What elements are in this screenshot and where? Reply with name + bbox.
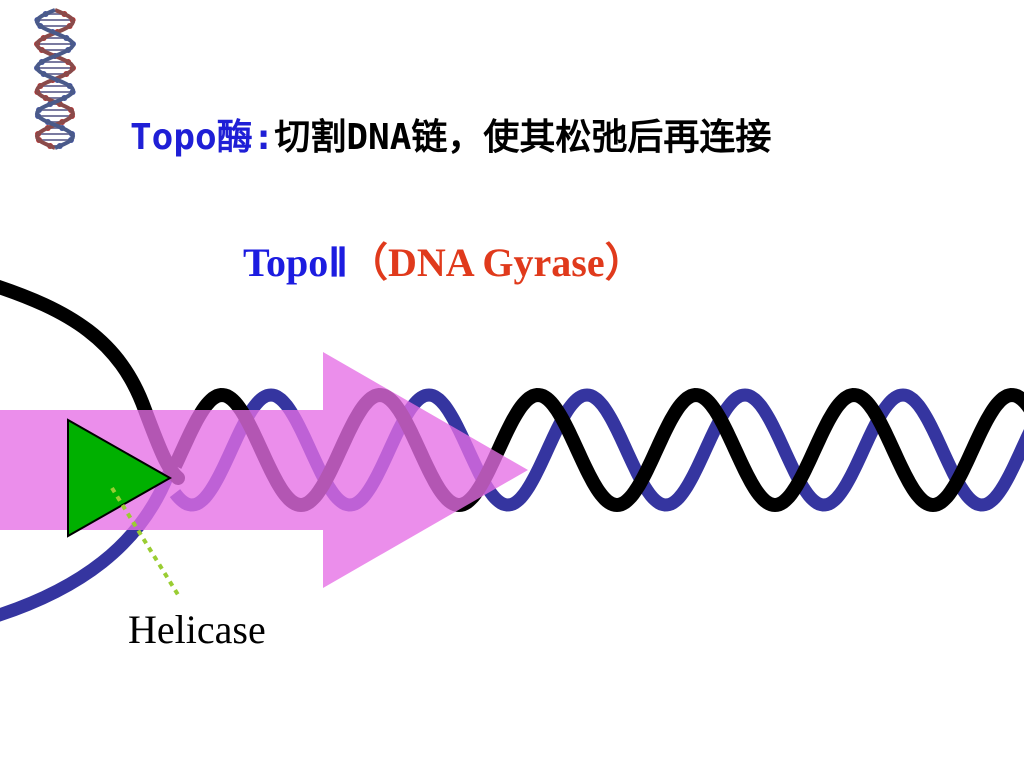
helicase-triangle bbox=[67, 418, 173, 538]
movement-arrow bbox=[0, 352, 528, 588]
title-text: 切割DNA链，使其松弛后再连接 bbox=[274, 117, 772, 158]
page-title: Topo酶:切割DNA链，使其松弛后再连接 bbox=[130, 108, 771, 160]
logo-backbone bbox=[34, 8, 76, 150]
dna-double-helix-icon bbox=[34, 8, 76, 150]
subtitle: TopoⅡ（DNA Gyrase） bbox=[243, 230, 645, 288]
helicase-pointer-line bbox=[110, 486, 182, 600]
subtitle-topo: TopoⅡ bbox=[243, 240, 348, 285]
subtitle-enzyme: （DNA Gyrase） bbox=[347, 240, 645, 285]
title-prefix: Topo酶: bbox=[130, 117, 275, 158]
helicase-label: Helicase bbox=[128, 607, 266, 652]
